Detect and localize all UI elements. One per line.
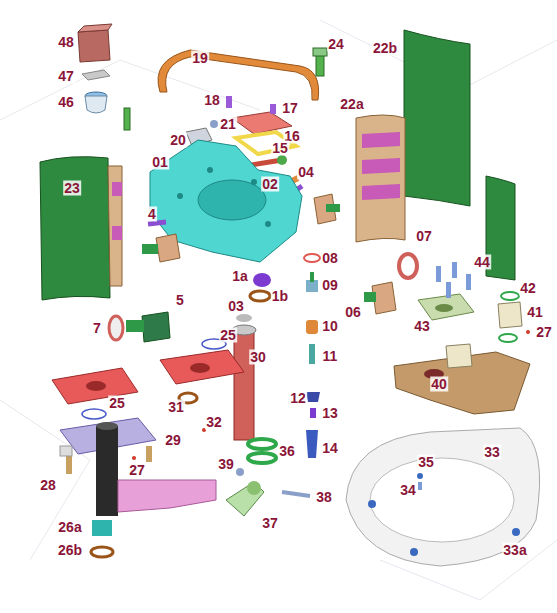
callout-number: 03	[227, 299, 245, 314]
callout-number: 02	[261, 177, 279, 192]
callout-number: 38	[315, 490, 333, 505]
callout-number: 1a	[231, 269, 249, 284]
callout-number: 27	[535, 325, 553, 340]
callout-number: 14	[321, 441, 339, 456]
callout-number: 01	[151, 155, 169, 170]
callout-number: 32	[205, 415, 223, 430]
callout-number: 33	[483, 445, 501, 460]
callout-number: 18	[203, 93, 221, 108]
callout-number: 48	[57, 35, 75, 50]
callout-number: 20	[169, 133, 187, 148]
callout-number: 30	[249, 350, 267, 365]
callout-number: 07	[415, 229, 433, 244]
callout-number: 44	[473, 255, 491, 270]
callout-number: 09	[321, 278, 339, 293]
callout-number: 47	[57, 69, 75, 84]
callout-number: 08	[321, 251, 339, 266]
callout-number: 33a	[502, 543, 527, 558]
callout-number: 26b	[57, 543, 83, 558]
callout-number: 39	[217, 457, 235, 472]
callout-number: 5	[175, 293, 185, 308]
callout-number: 36	[278, 444, 296, 459]
callout-number: 22a	[339, 97, 364, 112]
callout-number: 4	[147, 207, 157, 222]
callout-number: 24	[327, 37, 345, 52]
callout-number: 41	[526, 305, 544, 320]
callout-number: 15	[271, 141, 289, 156]
callout-number: 10	[321, 319, 339, 334]
callout-number: 25	[219, 328, 237, 343]
callout-number: 27	[128, 463, 146, 478]
callout-number: 17	[281, 101, 299, 116]
callout-number: 04	[297, 165, 315, 180]
callout-number: 43	[413, 319, 431, 334]
callout-number: 23	[63, 181, 81, 196]
callout-number: 7	[92, 321, 102, 336]
callout-number: 12	[289, 391, 307, 406]
callout-number: 40	[430, 377, 448, 392]
callout-number: 22b	[372, 41, 398, 56]
callout-number: 42	[519, 281, 537, 296]
callout-number: 35	[417, 455, 435, 470]
callout-number: 46	[57, 95, 75, 110]
callout-number: 06	[344, 305, 362, 320]
callout-number: 11	[322, 349, 339, 364]
callout-number: 21	[219, 117, 237, 132]
callout-number: 26a	[57, 520, 82, 535]
callout-number: 34	[399, 483, 417, 498]
callout-number: 1b	[271, 289, 289, 304]
callout-number: 28	[39, 478, 57, 493]
callout-number: 19	[191, 51, 209, 66]
callout-number: 25	[108, 396, 126, 411]
callout-number: 37	[261, 516, 279, 531]
callout-number: 13	[321, 406, 339, 421]
callout-number: 31	[167, 400, 185, 415]
callout-number: 29	[164, 433, 182, 448]
